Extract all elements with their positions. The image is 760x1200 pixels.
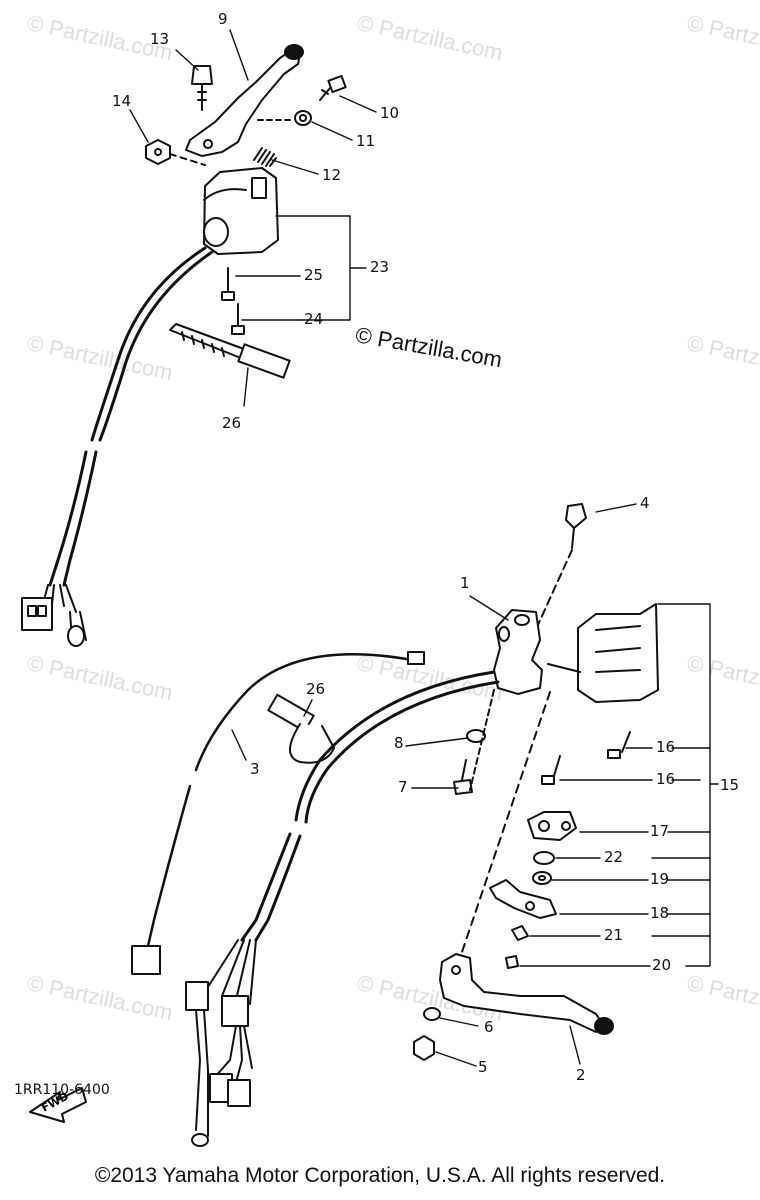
part-18 bbox=[489, 879, 557, 919]
callout-26: 26 bbox=[222, 414, 242, 432]
callout-22: 22 bbox=[604, 848, 624, 866]
callout-10: 10 bbox=[380, 104, 400, 122]
callout-19: 19 bbox=[650, 870, 670, 888]
callout-24: 24 bbox=[304, 310, 324, 328]
spring-12 bbox=[253, 147, 277, 167]
fwd-arrow-icon bbox=[29, 1087, 87, 1123]
switch-housing-23 bbox=[203, 167, 279, 255]
bracket-1 bbox=[493, 609, 543, 695]
leader-lines bbox=[129, 29, 719, 1067]
screw-25 bbox=[221, 267, 235, 301]
drawing-code: 1RR110-6400 bbox=[14, 1082, 110, 1098]
callout-8: 8 bbox=[394, 734, 404, 752]
switch-housing-15 bbox=[547, 603, 659, 703]
lower-wire-harness bbox=[185, 670, 500, 1147]
callout-15: 15 bbox=[720, 776, 740, 794]
washer-19 bbox=[532, 871, 552, 885]
callout-5: 5 bbox=[478, 1058, 488, 1076]
nut-5 bbox=[413, 1035, 435, 1061]
callout-11: 11 bbox=[356, 132, 376, 150]
callout-18: 18 bbox=[650, 904, 670, 922]
lever-9 bbox=[185, 44, 304, 157]
washer-8 bbox=[466, 729, 486, 743]
cable-tie-26-lower bbox=[267, 693, 335, 764]
callout-16: 16 bbox=[656, 770, 676, 788]
washer-6 bbox=[423, 1007, 441, 1021]
callout-7: 7 bbox=[398, 778, 408, 796]
callout-13: 13 bbox=[150, 30, 170, 48]
bolt-13 bbox=[191, 65, 213, 111]
callout-1: 1 bbox=[460, 574, 470, 592]
callout-3: 3 bbox=[250, 760, 260, 778]
callout-12: 12 bbox=[322, 166, 342, 184]
callout-2: 2 bbox=[576, 1066, 586, 1084]
collar-11 bbox=[294, 110, 312, 126]
bolt-7 bbox=[453, 759, 473, 795]
callout-4: 4 bbox=[640, 494, 650, 512]
bolt-10 bbox=[319, 74, 347, 101]
callout-9: 9 bbox=[218, 10, 228, 28]
cable-3 bbox=[131, 651, 425, 975]
lever-2 bbox=[439, 953, 614, 1035]
callout-26: 26 bbox=[306, 680, 326, 698]
upper-wire-harness bbox=[21, 246, 214, 647]
callout-23: 23 bbox=[370, 258, 390, 276]
screw-16 bbox=[541, 731, 631, 785]
nut-14 bbox=[145, 139, 171, 165]
callout-25: 25 bbox=[304, 266, 324, 284]
callout-16: 16 bbox=[656, 738, 676, 756]
callout-17: 17 bbox=[650, 822, 670, 840]
callout-6: 6 bbox=[484, 1018, 494, 1036]
callout-20: 20 bbox=[652, 956, 672, 974]
callout-14: 14 bbox=[112, 92, 132, 110]
copyright-notice: ©2013 Yamaha Motor Corporation, U.S.A. A… bbox=[94, 1164, 666, 1187]
clip-21 bbox=[511, 925, 529, 941]
screw-24 bbox=[231, 303, 245, 335]
bolt-4 bbox=[565, 503, 587, 549]
screw-20 bbox=[505, 955, 519, 969]
cable-tie-26-upper bbox=[169, 323, 291, 379]
washer-22 bbox=[533, 851, 555, 865]
callout-21: 21 bbox=[604, 926, 624, 944]
part-17 bbox=[527, 811, 577, 841]
